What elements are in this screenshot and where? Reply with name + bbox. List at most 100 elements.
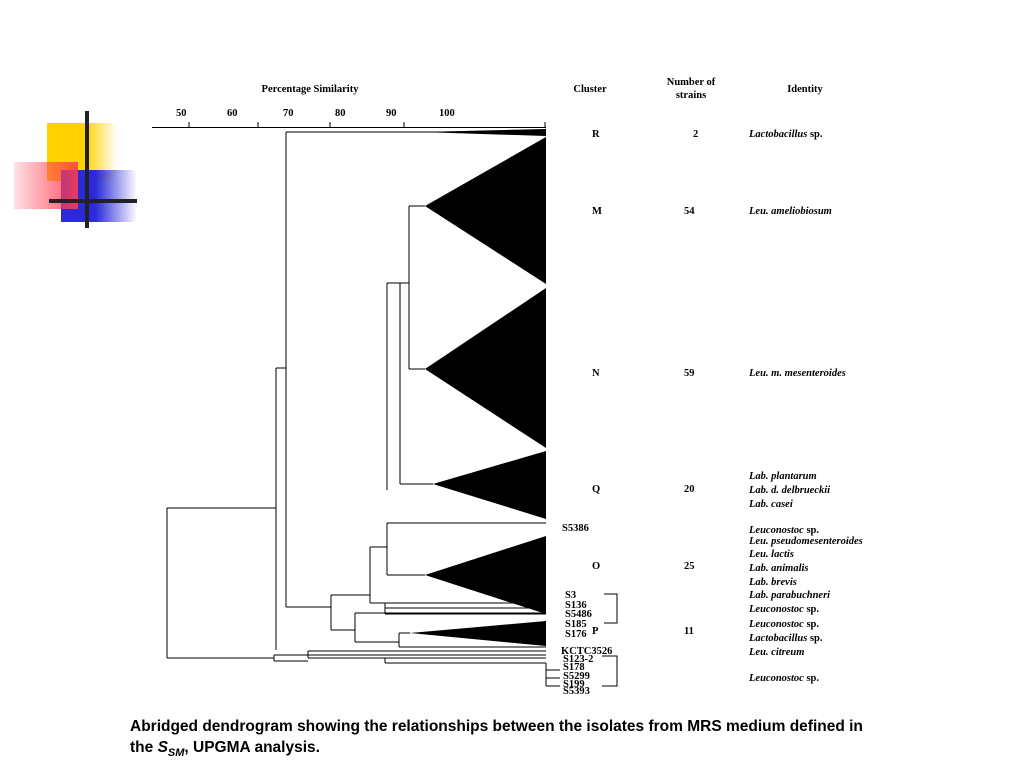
leaf-label: S5386 [562, 523, 589, 534]
leaf-label: S3 [565, 590, 577, 601]
identity-genus: Leuconostoc [749, 673, 804, 684]
identity-header: Identity [787, 84, 823, 95]
strain-count-o: 25 [684, 561, 695, 572]
cluster-r-wedge [420, 129, 546, 136]
leaf-label: S178 [563, 662, 585, 673]
caption-text-end: , UPGMA analysis. [184, 739, 320, 756]
caption-symbol: S [157, 739, 168, 756]
mid-node [369, 546, 387, 604]
leaf-label: S123-2 [563, 654, 594, 665]
identity-genus: Leuconostoc [749, 604, 804, 615]
identity-label: Lab. casei [749, 499, 793, 510]
similarity-header: Percentage Similarity [261, 84, 359, 95]
identity-genus: Lab. brevis [749, 577, 797, 588]
leaf-label: S5299 [563, 671, 590, 682]
identity-genus: Lactobacillus [749, 129, 808, 140]
identity-genus: Lactobacillus [749, 633, 808, 644]
leaf-label: KCTC3526 [561, 646, 613, 657]
cluster-header: Cluster [573, 84, 607, 95]
identity-genus: Leu. citreum [749, 647, 805, 658]
root-branch [166, 507, 276, 659]
identity-genus: Leu. pseudomesenteroides [749, 536, 863, 547]
identity-genus: Lab. parabuchneri [749, 590, 831, 601]
identity-genus: Lab. casei [749, 499, 793, 510]
identity-suffix: sp. [807, 129, 823, 140]
strains-header-line2: strains [675, 90, 707, 101]
identity-label: Lab. brevis [749, 577, 797, 588]
identity-label: Leu. citreum [749, 647, 804, 658]
mnq-node [386, 522, 546, 576]
identity-label: Leuconostoc sp. [749, 619, 819, 630]
mnq-o-node [330, 594, 370, 631]
axis-tick-label: 50 [176, 108, 187, 119]
lower-node [273, 650, 546, 662]
identity-suffix: sp. [803, 525, 820, 536]
cluster-label-o: O [592, 561, 601, 572]
identity-label: Lactobacillus sp. [749, 633, 823, 644]
identity-label: Leuconostoc sp. [749, 525, 819, 536]
cluster-label-q: Q [592, 484, 601, 495]
identity-label: Leu. ameliobiosum [749, 206, 832, 217]
caption-subscript-text: SM [167, 747, 185, 760]
cluster-label-r: R [592, 129, 600, 140]
bracket-p [604, 593, 618, 624]
identity-label: Lab. d. delbrueckii [749, 485, 830, 496]
identity-suffix: sp. [807, 633, 823, 644]
axis-tick-label: 80 [335, 108, 346, 119]
identity-genus: Leu. lactis [749, 549, 794, 560]
identity-suffix: sp. [803, 604, 820, 615]
leaf-label: S185 [565, 619, 587, 630]
identity-label: Leu. m. mesenteroides [749, 368, 846, 379]
cluster-q-triangle [433, 451, 546, 519]
s3-group-node [384, 602, 546, 615]
identity-label: Lab. parabuchneri [749, 590, 830, 601]
identity-label: Leuconostoc sp. [749, 673, 819, 684]
ornament-vertical-bar [85, 111, 89, 228]
identity-label: Lactobacillus sp. [749, 129, 823, 140]
strain-count-p: 11 [684, 626, 694, 637]
identity-label: Leu. pseudomesenteroides [749, 536, 863, 547]
identity-suffix: sp. [803, 673, 820, 684]
ornament-horizontal-bar [49, 199, 137, 203]
identity-genus: Lab. animalis [749, 563, 809, 574]
strain-count-n: 59 [684, 368, 695, 379]
axis-tick-label: 60 [227, 108, 238, 119]
identity-genus: Lab. plantarum [749, 471, 817, 482]
cluster-label-p: P [592, 626, 599, 637]
axis-tick-label: 70 [283, 108, 294, 119]
cluster-label-n: N [592, 368, 600, 379]
identity-genus: Leu. m. mesenteroides [749, 368, 846, 379]
caption-subscript: SM [168, 744, 185, 759]
leaf-label: S5393 [563, 686, 590, 697]
axis-tick-label: 100 [439, 108, 455, 119]
identity-label: Lab. animalis [749, 563, 809, 574]
axis-tick-label: 90 [386, 108, 397, 119]
strain-count-q: 20 [684, 484, 695, 495]
cluster-p-triangle [410, 621, 546, 646]
identity-genus: Leu. ameliobiosum [749, 206, 832, 217]
upper-node [285, 131, 420, 608]
mn-node [399, 282, 433, 485]
cluster-label-m: M [592, 206, 602, 217]
identity-label: Leuconostoc sp. [749, 604, 819, 615]
identity-genus: Leuconostoc [749, 525, 804, 536]
lower-subnode [384, 657, 560, 687]
identity-label: Leu. lactis [749, 549, 794, 560]
identity-suffix: sp. [803, 619, 820, 630]
leaf-label: S136 [565, 600, 587, 611]
strains-header: Number of strains [650, 76, 732, 102]
mn-q-node [386, 282, 400, 490]
main-node [275, 367, 286, 650]
p-group-node [354, 612, 546, 648]
figure-caption: Abridged dendrogram showing the relation… [130, 716, 890, 764]
strain-count-r: 2 [693, 129, 699, 140]
cluster-m-triangle [425, 137, 546, 284]
identity-label: Lab. plantarum [749, 471, 817, 482]
identity-genus: Leuconostoc [749, 619, 804, 630]
m-n-node [408, 205, 425, 370]
strain-count-m: 54 [684, 206, 695, 217]
identity-genus: Lab. d. delbrueckii [749, 485, 831, 496]
caption-text: Abridged dendrogram showing the relation… [130, 718, 863, 756]
leaf-label: S5486 [565, 609, 592, 620]
